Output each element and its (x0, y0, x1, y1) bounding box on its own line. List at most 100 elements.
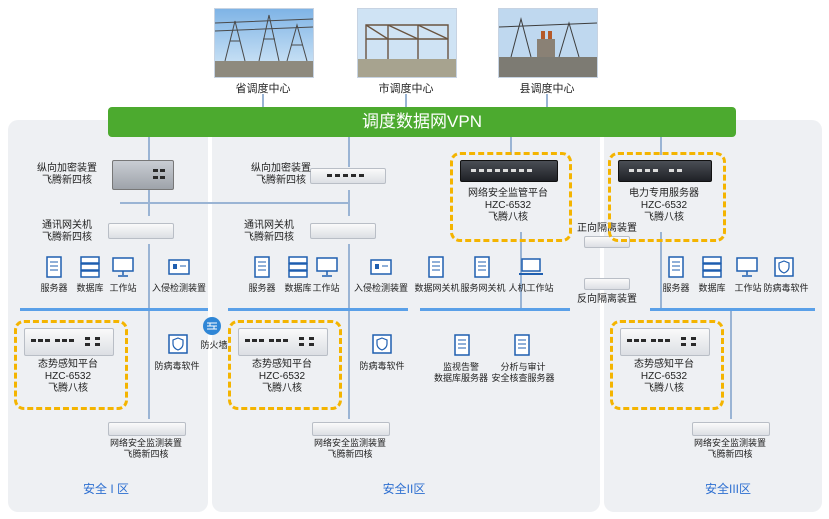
firewall-label: 防火墙 (200, 340, 228, 350)
gateway-device-zone1-label: 通讯网关机 飞腾新四核 (42, 220, 92, 243)
zone-1-label: 安全 I 区 (82, 482, 129, 496)
network-bus-zone3 (420, 308, 570, 311)
antivirus-label: 防病毒软件 (154, 361, 200, 371)
laptop-icon (519, 258, 543, 275)
workstation-label: 工作站 (734, 283, 762, 293)
connector-line (348, 244, 350, 308)
encryption-device-zone1-label: 纵向加密装置 飞腾新四核 (37, 163, 97, 186)
encryption-device-zone1 (112, 160, 174, 190)
city-center-photo (357, 8, 457, 78)
awareness-device-zone2 (238, 328, 328, 356)
connector-line (546, 94, 548, 107)
database-icon (80, 256, 100, 278)
connector-line (148, 244, 150, 308)
connector-line (348, 137, 350, 167)
connector-line (262, 94, 264, 107)
data-gateway-label: 数据网关机 (414, 283, 460, 293)
highlight-awareness-zone2 (228, 320, 342, 410)
connector-line (520, 232, 522, 308)
substation-image (499, 9, 597, 77)
workstation-label: 工作站 (109, 283, 137, 293)
gateway-device-zone2 (310, 223, 376, 239)
monitor-zone4-label: 网络安全监测装置 飞腾新四核 (693, 438, 766, 459)
service-gateway-label: 服务网关机 (460, 283, 506, 293)
connector-line (405, 94, 407, 107)
firewall-icon (203, 317, 221, 335)
antivirus-label: 防病毒软件 (359, 361, 405, 371)
monitor-device-zone2 (312, 422, 390, 436)
power-server-device (618, 160, 712, 182)
antivirus-shield-icon (372, 334, 392, 354)
ids-label: 入侵检测装置 (151, 283, 206, 293)
database-label: 数据库 (76, 283, 104, 293)
connector-line (510, 137, 512, 155)
forward-isolation-label: 正向隔离装置 (577, 223, 637, 234)
database-label: 数据库 (698, 283, 726, 293)
server-label: 服务器 (248, 283, 276, 293)
database-icon (702, 256, 722, 278)
connector-line (660, 137, 662, 155)
highlight-awareness-zone1 (14, 320, 128, 410)
highlight-power-server (608, 152, 726, 242)
awareness-zone4-label: 态势感知平台 HZC-6532 飞腾八核 (634, 359, 694, 394)
workstation-icon (316, 257, 338, 277)
gateway-device-zone2-label: 通讯网关机 飞腾新四核 (244, 220, 294, 243)
county-center-photo (498, 8, 598, 78)
connector-line (148, 311, 150, 419)
hmi-label: 人机工作站 (508, 283, 554, 293)
server-icon (254, 256, 270, 278)
antivirus-shield-icon (168, 334, 188, 354)
monitor-device-zone4 (692, 422, 770, 436)
workstation-icon (112, 257, 134, 277)
zone-security-1 (8, 120, 208, 512)
province-center-photo (214, 8, 314, 78)
zone-2-label: 安全II区 (382, 482, 426, 496)
connector-line (660, 232, 662, 308)
monitor-zone2-label: 网络安全监测装置 飞腾新四核 (313, 438, 386, 459)
network-bus-zone1 (20, 308, 208, 311)
ids-icon (168, 259, 190, 275)
province-center-label: 省调度中心 (235, 83, 291, 95)
substation-image (215, 9, 313, 77)
mgmt-platform-device (460, 160, 558, 182)
connector-line (148, 137, 150, 167)
highlight-mgmt-platform (450, 152, 572, 242)
awareness-device-zone1 (24, 328, 114, 356)
network-bus-zone2 (228, 308, 408, 311)
vpn-banner: 调度数据网VPN (108, 107, 736, 137)
highlight-awareness-zone4 (610, 320, 724, 410)
gateway-device-zone1 (108, 223, 174, 239)
zone-security-2 (212, 120, 600, 512)
server-icon (668, 256, 684, 278)
awareness-device-zone4 (620, 328, 710, 356)
server-label: 服务器 (40, 283, 68, 293)
encryption-device-zone2 (310, 168, 386, 184)
mgmt-platform-label: 网络安全监管平台 HZC-6532 飞腾八核 (468, 188, 548, 223)
substation-image (358, 9, 456, 77)
audit-server-label: 分析与审计 安全核查服务器 (491, 362, 555, 383)
server-icon (514, 334, 530, 356)
workstation-icon (736, 257, 758, 277)
county-center-label: 县调度中心 (519, 83, 575, 95)
antivirus-shield-icon (774, 257, 794, 277)
server-label: 服务器 (662, 283, 690, 293)
monitor-zone1-label: 网络安全监测装置 飞腾新四核 (109, 438, 182, 459)
connector-line (120, 202, 350, 204)
workstation-label: 工作站 (312, 283, 340, 293)
database-icon (288, 256, 308, 278)
data-gateway-icon (428, 256, 444, 278)
awareness-zone1-label: 态势感知平台 HZC-6532 飞腾八核 (38, 359, 98, 394)
database-label: 数据库 (284, 283, 312, 293)
power-server-label: 电力专用服务器 HZC-6532 飞腾八核 (629, 188, 699, 223)
alarm-server-label: 监视告警 数据库服务器 (433, 362, 488, 383)
server-icon (46, 256, 62, 278)
antivirus-label: 防病毒软件 (763, 283, 809, 293)
connector-line (348, 311, 350, 419)
ids-icon (370, 259, 392, 275)
reverse-isolation-label: 反向隔离装置 (577, 294, 637, 305)
encryption-device-zone2-label: 纵向加密装置 飞腾新四核 (251, 163, 311, 186)
zone-4-label: 安全III区 (704, 482, 751, 496)
service-gateway-icon (474, 256, 490, 278)
awareness-zone2-label: 态势感知平台 HZC-6532 飞腾八核 (252, 359, 312, 394)
zone-security-3 (604, 120, 822, 512)
